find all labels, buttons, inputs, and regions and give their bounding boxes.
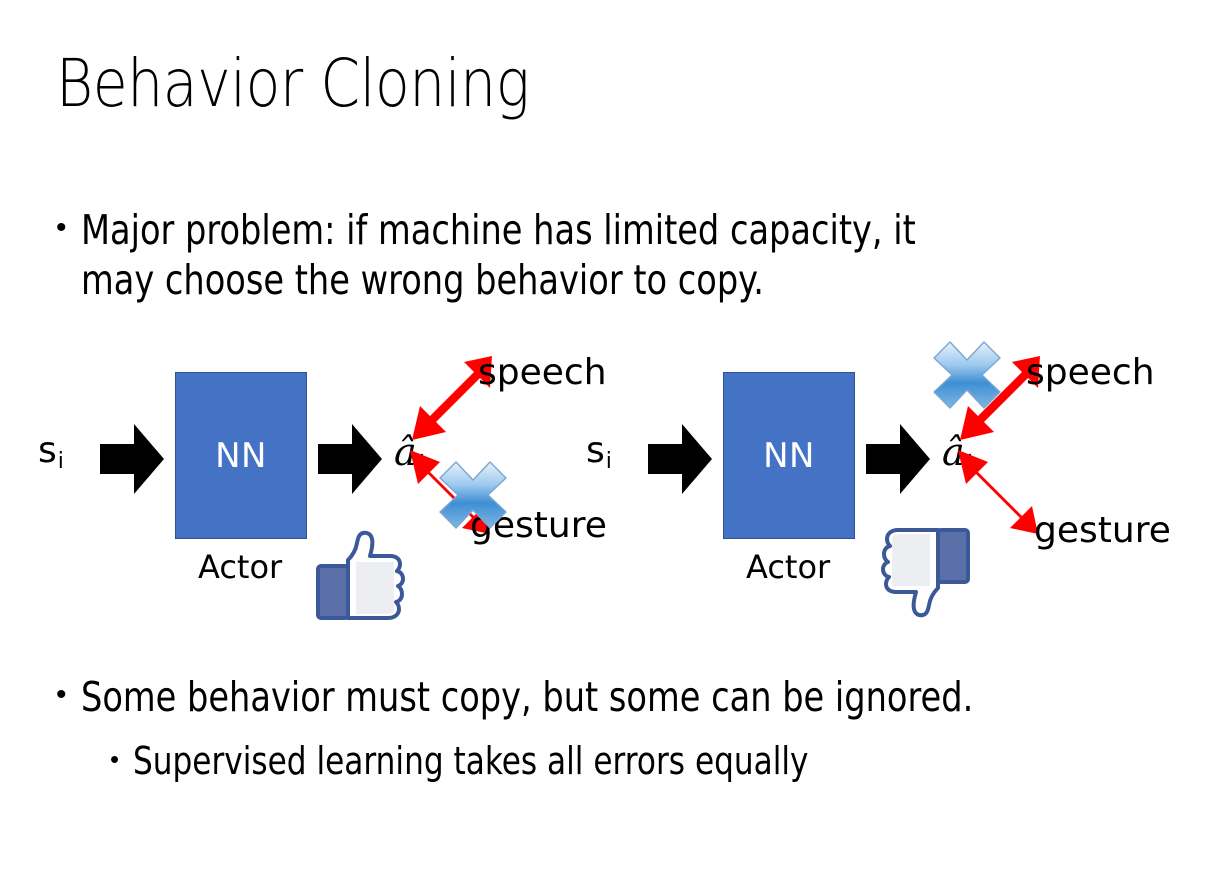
black-block-arrow-right-icon — [318, 422, 382, 496]
bullet-text: Major problem: if machine has limited ca… — [80, 206, 916, 305]
black-block-arrow-right-icon — [100, 422, 164, 496]
output-label-speech: speech — [478, 352, 607, 393]
bullet-text: Some behavior must copy, but some can be… — [80, 673, 973, 721]
red-double-headed-arrow-icon — [948, 348, 1052, 452]
output-label-speech: speech — [1026, 352, 1155, 393]
nn-label: NN — [215, 435, 267, 476]
output-label-gesture: gesture — [1034, 510, 1171, 551]
state-input-label: si — [586, 430, 612, 474]
nn-label: NN — [763, 435, 815, 476]
bullet-marker-icon: • — [56, 678, 67, 711]
bullet-item-major-problem: • Major problem: if machine has limited … — [56, 205, 1099, 305]
blue-x-cross-icon — [436, 458, 510, 532]
bullet-text: Supervised learning takes all errors equ… — [133, 739, 809, 783]
red-double-headed-arrow-icon — [946, 438, 1050, 542]
diagram-behavior-cloning-correct: si NN Actor âi speech — [0, 330, 607, 640]
black-block-arrow-right-icon — [648, 422, 712, 496]
thumbs-up-icon — [312, 530, 408, 622]
actor-role-label: Actor — [198, 548, 283, 586]
nn-model-box: NN — [175, 372, 307, 539]
diagram-behavior-cloning-wrong: si NN Actor âi speech — [548, 330, 1171, 640]
nn-model-box: NN — [723, 372, 855, 539]
actor-role-label: Actor — [746, 548, 831, 586]
bullet-item-some-behavior: • Some behavior must copy, but some can … — [56, 672, 1169, 722]
state-input-label: si — [38, 430, 64, 474]
thumbs-down-icon — [878, 526, 974, 618]
bullet-item-supervised-learning: • Supervised learning takes all errors e… — [110, 738, 957, 784]
bullet-marker-icon: • — [56, 211, 67, 244]
red-double-headed-arrow-icon — [400, 348, 504, 452]
page-title: Behavior Cloning — [56, 45, 530, 122]
black-block-arrow-right-icon — [866, 422, 930, 496]
blue-x-cross-icon — [930, 338, 1004, 412]
bullet-marker-icon: • — [110, 744, 120, 774]
